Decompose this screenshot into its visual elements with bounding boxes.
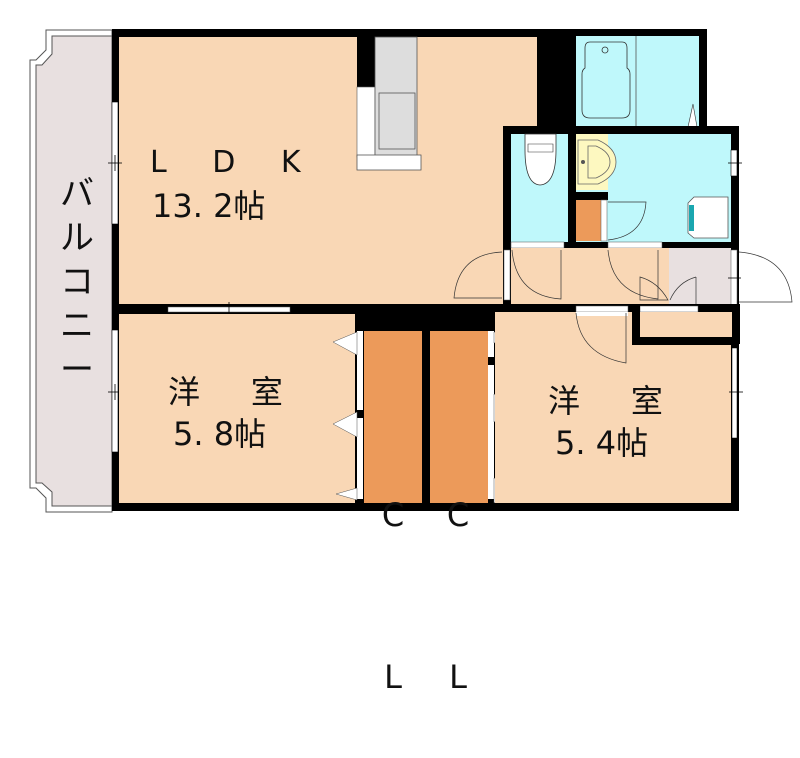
linen-storage <box>576 200 601 241</box>
bathtub-icon <box>581 41 631 119</box>
closet-2-label-l: L <box>449 658 467 696</box>
ldk-area-label: 13. 2帖 <box>152 187 266 225</box>
closet-1-label-c: C <box>381 496 405 534</box>
western-room-1-area-label: 5. 8帖 <box>173 415 267 453</box>
toilet-icon <box>524 133 557 186</box>
western-room-2-label: 洋 室 <box>548 382 663 420</box>
front-door-swing <box>738 251 793 303</box>
balcony-label: バ ル コ ニ ー <box>52 172 102 392</box>
western-room-1-floor <box>119 314 355 504</box>
closet-1-label-l: L <box>384 658 402 696</box>
balcony <box>29 29 113 513</box>
closet-1-label: C L <box>368 380 418 758</box>
washroom <box>576 134 742 249</box>
bathroom <box>570 29 707 134</box>
balcony-char: ル <box>60 218 94 258</box>
balcony-char: バ <box>60 174 94 214</box>
closet-2 <box>430 331 488 503</box>
closet-2-label-c: C <box>446 496 470 534</box>
closet-1 <box>364 331 422 503</box>
western-room-1-label: 洋 室 <box>168 373 283 411</box>
toilet-room <box>510 133 568 249</box>
balcony-char: ニ <box>60 306 94 346</box>
washing-machine-icon <box>687 196 729 239</box>
entrance <box>639 248 793 313</box>
western-room-2-area-label: 5. 4帖 <box>555 424 649 462</box>
kitchen-counter <box>356 36 422 171</box>
ldk-room-label: L D K <box>150 145 319 180</box>
closet-2-label: C L <box>433 380 483 758</box>
hallway <box>453 248 669 304</box>
balcony-char: ー <box>60 350 94 390</box>
balcony-char: コ <box>60 262 94 302</box>
floor-plan <box>29 29 793 513</box>
